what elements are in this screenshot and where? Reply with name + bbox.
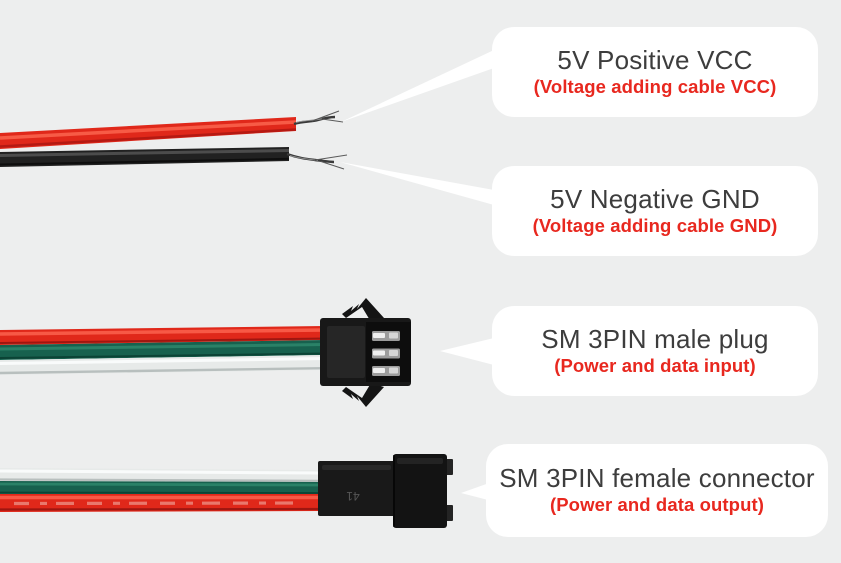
male-plug-bottom-latch bbox=[342, 383, 384, 407]
ribbon-green-shadow bbox=[0, 352, 325, 359]
female-connector-rear-sheen bbox=[322, 465, 391, 470]
female-connector-marking: 41 bbox=[346, 489, 360, 503]
ribbon2-red-print-marks bbox=[13, 501, 306, 506]
female-connector-top-tab bbox=[446, 459, 453, 475]
callout-tail-vcc bbox=[341, 50, 494, 122]
male-plug-top-latch bbox=[342, 298, 384, 322]
ribbon2-red-shadow bbox=[0, 507, 323, 511]
ribbon-red-highlight bbox=[0, 328, 325, 336]
black-wire-highlight bbox=[0, 149, 290, 157]
vcc-exposed-strands bbox=[293, 110, 344, 126]
gnd-exposed-strands bbox=[286, 152, 348, 170]
male-plug-body-sheen bbox=[327, 326, 365, 378]
ribbon-red-shadow bbox=[0, 337, 325, 344]
male-plug-pins bbox=[372, 331, 400, 376]
sm-3pin-female-connector: 41 bbox=[318, 454, 453, 528]
callout-tail-gnd bbox=[340, 162, 494, 205]
black-wire-shadow bbox=[0, 157, 290, 166]
ribbon2-white-highlight bbox=[0, 469, 323, 475]
female-connector-ribbon bbox=[0, 468, 323, 512]
sm-3pin-male-plug bbox=[320, 298, 411, 407]
callout-bubble-male bbox=[492, 306, 818, 396]
ribbon-green-highlight bbox=[0, 343, 325, 351]
red-wire-highlight bbox=[0, 120, 297, 140]
ribbon2-white-shadow bbox=[0, 478, 323, 482]
ribbon2-green-shadow bbox=[0, 491, 323, 494]
female-connector-bottom-tab bbox=[446, 505, 453, 521]
callout-tail-male bbox=[440, 338, 494, 365]
ribbon-white-highlight bbox=[0, 357, 325, 365]
ribbon2-green-highlight bbox=[0, 482, 323, 487]
male-plug-ribbon bbox=[0, 326, 325, 375]
callout-bubble-vcc bbox=[492, 27, 818, 117]
callout-bubble-gnd bbox=[492, 166, 818, 256]
callout-bubbles bbox=[340, 27, 828, 537]
female-connector-head bbox=[393, 454, 447, 528]
callout-bubble-female bbox=[486, 444, 828, 537]
ribbon-white-shadow bbox=[0, 367, 325, 375]
female-connector-rear bbox=[318, 461, 395, 516]
black-gnd-wire bbox=[0, 147, 348, 170]
female-connector-head-sheen bbox=[397, 458, 443, 464]
callout-tail-female bbox=[461, 482, 492, 501]
red-wire-shadow bbox=[0, 128, 297, 148]
red-vcc-wire bbox=[0, 110, 344, 149]
